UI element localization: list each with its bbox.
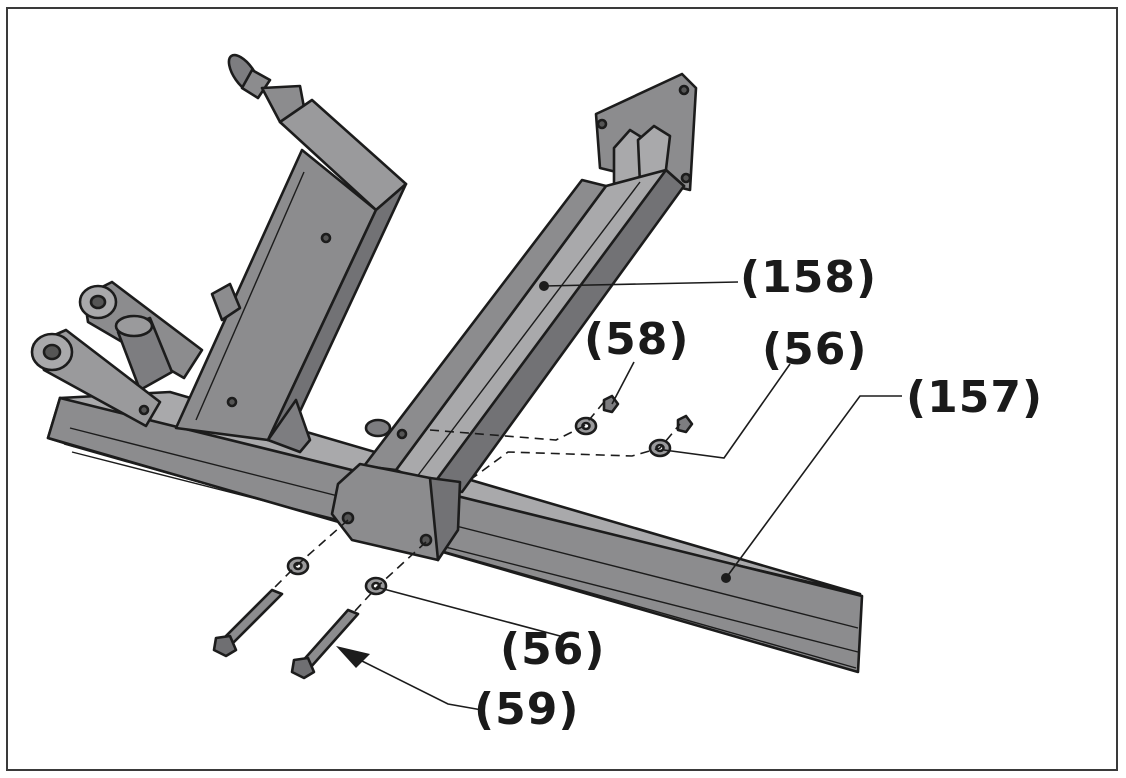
left-mounting-lugs	[30, 280, 242, 428]
hardware-upper	[574, 394, 694, 458]
label-56-lower: (56)	[500, 624, 605, 675]
left-upright-frame	[174, 53, 408, 454]
hardware-lower	[212, 556, 388, 680]
callout-labels: (158) (58) (56) (157) (56) (59)	[474, 252, 1043, 735]
leader-lines	[336, 281, 902, 711]
label-58: (58)	[584, 314, 689, 365]
label-59: (59)	[474, 684, 579, 735]
label-56-upper: (56)	[762, 324, 867, 375]
assembly-lines	[271, 401, 681, 613]
label-157: (157)	[906, 372, 1043, 423]
diagram-frame	[6, 7, 1118, 771]
diagonal-arm-158	[330, 72, 698, 562]
label-158: (158)	[740, 252, 877, 303]
